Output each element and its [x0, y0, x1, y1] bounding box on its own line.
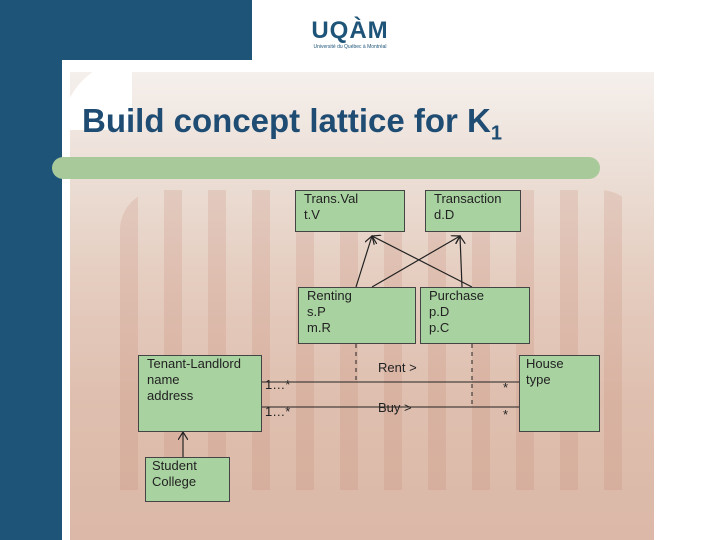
buy-left-multiplicity: 1…*	[265, 404, 290, 419]
transaction-class: Transaction d.D	[425, 190, 521, 232]
tenant-landlord-class: Tenant-Landlord name address	[138, 355, 262, 432]
student-name: Student	[152, 458, 221, 474]
buy-right-multiplicity: *	[503, 407, 508, 422]
rent-association-label: Rent >	[378, 360, 417, 375]
renting-to-transval-line	[356, 236, 372, 287]
purchase-attr-1: p.D	[429, 304, 521, 320]
transval-class: Trans.Val t.V	[295, 190, 405, 232]
buy-association-label: Buy >	[378, 400, 412, 415]
renting-name: Renting	[307, 288, 407, 304]
transval-name: Trans.Val	[304, 191, 396, 207]
purchase-name: Purchase	[429, 288, 521, 304]
transaction-attr: d.D	[434, 207, 512, 223]
tenant-landlord-name: Tenant-Landlord	[147, 356, 253, 372]
student-class: Student College	[145, 457, 230, 502]
transaction-name: Transaction	[434, 191, 512, 207]
student-attr: College	[152, 474, 221, 490]
house-attr: type	[526, 372, 591, 388]
transval-attr: t.V	[304, 207, 396, 223]
tenant-landlord-attr-2: address	[147, 388, 253, 404]
purchase-attr-2: p.C	[429, 320, 521, 336]
renting-attr-1: s.P	[307, 304, 407, 320]
purchase-to-transaction-line	[460, 236, 462, 287]
rent-left-multiplicity: 1…*	[265, 377, 290, 392]
renting-to-transaction-line	[372, 236, 460, 287]
house-class: House type	[519, 355, 600, 432]
purchase-class: Purchase p.D p.C	[420, 287, 530, 344]
tenant-landlord-attr-1: name	[147, 372, 253, 388]
renting-attr-2: m.R	[307, 320, 407, 336]
rent-right-multiplicity: *	[503, 380, 508, 395]
renting-class: Renting s.P m.R	[298, 287, 416, 344]
purchase-to-transval-line	[372, 236, 472, 287]
house-name: House	[526, 356, 591, 372]
